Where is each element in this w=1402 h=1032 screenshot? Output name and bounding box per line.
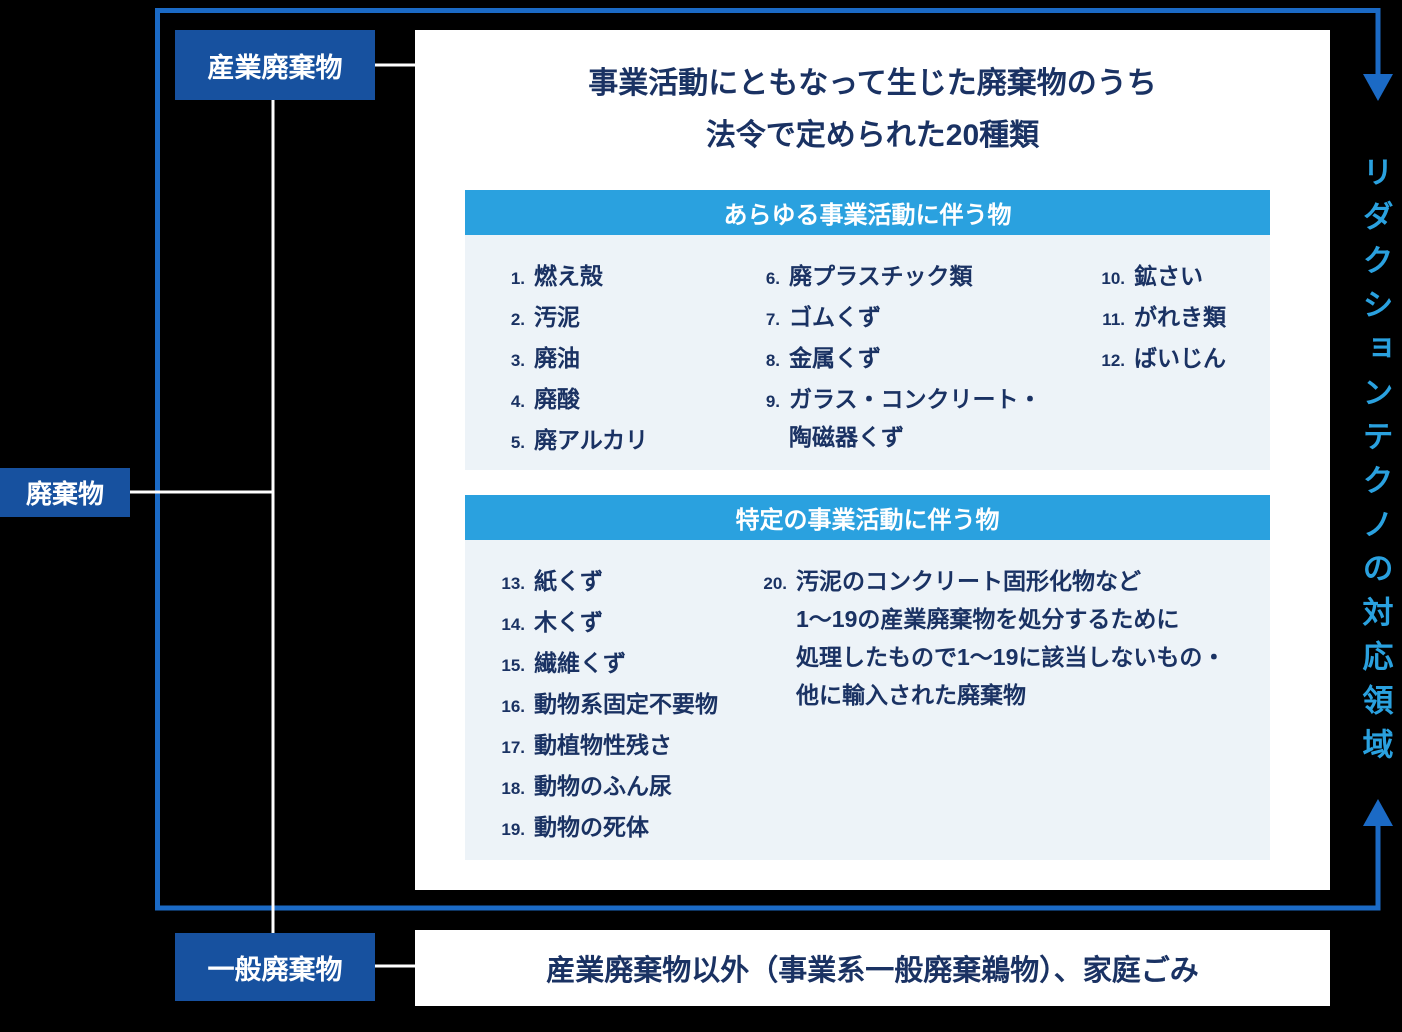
waste-item: 18. 動物のふん尿 [489, 767, 751, 808]
waste-item: 1. 燃え殻 [489, 257, 744, 298]
item-text: がれき類 [1134, 304, 1226, 330]
item-text: 汚泥のコンクリート固形化物など 1〜19の産業廃棄物を処分するために 処理したも… [796, 568, 1226, 708]
waste-item: 14. 木くず [489, 603, 751, 644]
item-number: 15. [501, 656, 525, 675]
waste-item: 7. ゴムくず [744, 298, 1089, 339]
section-specific-business-activities: 特定の事業活動に伴う物 13. 紙くず 14. 木くず 15. 繊維くず 16. 動物系固定不… [465, 495, 1270, 860]
waste-item: 2. 汚泥 [489, 298, 744, 339]
arrow-up-icon [1363, 799, 1393, 826]
item-text: 燃え殻 [534, 263, 603, 289]
waste-item: 3. 廃油 [489, 339, 744, 380]
item-text: ガラス・コンクリート・ 陶磁器くず [789, 386, 1042, 450]
item-number: 13. [501, 574, 525, 593]
waste-item: 8. 金属くず [744, 339, 1089, 380]
item-text: 廃酸 [534, 386, 580, 412]
item-text: 汚泥 [534, 304, 580, 330]
waste-item: 19. 動物の死体 [489, 808, 751, 849]
item-number: 3. [510, 351, 525, 370]
item-text: 動物のふん尿 [534, 773, 672, 799]
waste-item: 9. ガラス・コンクリート・ 陶磁器くず [744, 380, 1089, 456]
item-number: 17. [501, 738, 525, 757]
label-general-waste: 一般廃棄物 [175, 933, 375, 1001]
item-number: 9. [765, 392, 780, 411]
item-text: 金属くず [789, 345, 881, 371]
item-text: 動物の死体 [534, 814, 649, 840]
waste-item: 17. 動植物性残さ [489, 726, 751, 767]
item-number: 19. [501, 820, 525, 839]
waste-item: 4. 廃酸 [489, 380, 744, 421]
panel-title-line2: 法令で定められた20種類 [705, 119, 1040, 152]
item-text: ばいじん [1134, 345, 1226, 371]
item-column: 10. 鉱さい 11. がれき類 12. ばいじん [1089, 257, 1226, 470]
item-text: ゴムくず [789, 304, 881, 330]
panel-title-line1: 事業活動にともなって生じた廃棄物のうち [588, 67, 1157, 100]
panel-title: 事業活動にともなって生じた廃棄物のうち 法令で定められた20種類 [415, 30, 1330, 162]
section-items: 1. 燃え殻 2. 汚泥 3. 廃油 4. 廃酸 5. 廃アルカリ 6. 廃プラスチック類 7. ゴムくず… [465, 235, 1270, 470]
general-waste-panel: 産業廃棄物以外（事業系一般廃棄鵜物）、家庭ごみ [415, 930, 1330, 1006]
item-number: 6. [765, 269, 780, 288]
item-column: 1. 燃え殻 2. 汚泥 3. 廃油 4. 廃酸 5. 廃アルカリ [489, 257, 744, 470]
waste-item: 6. 廃プラスチック類 [744, 257, 1089, 298]
item-text: 繊維くず [534, 650, 626, 676]
label-waste: 廃棄物 [0, 468, 130, 517]
item-text: 廃プラスチック類 [789, 263, 973, 289]
item-text: 木くず [534, 609, 603, 635]
item-number: 7. [765, 310, 780, 329]
item-column: 20. 汚泥のコンクリート固形化物など 1〜19の産業廃棄物を処分するために 処理… [751, 562, 1225, 860]
waste-item: 16. 動物系固定不要物 [489, 685, 751, 726]
waste-item: 13. 紙くず [489, 562, 751, 603]
arrow-down-icon [1363, 74, 1393, 101]
item-column: 6. 廃プラスチック類 7. ゴムくず 8. 金属くず 9. ガラス・コンクリート・ 陶磁器く… [744, 257, 1089, 470]
waste-item: 20. 汚泥のコンクリート固形化物など 1〜19の産業廃棄物を処分するために 処理… [751, 562, 1225, 714]
item-number: 4. [510, 392, 525, 411]
side-label-wrap: リダクションテクノの対応領域 [1348, 128, 1402, 800]
waste-item: 15. 繊維くず [489, 644, 751, 685]
item-number: 11. [1102, 310, 1125, 329]
item-text: 廃油 [534, 345, 580, 371]
item-number: 10. [1101, 269, 1125, 288]
item-number: 2. [510, 310, 525, 329]
section-header: あらゆる事業活動に伴う物 [465, 190, 1270, 235]
item-number: 20. [763, 574, 787, 593]
waste-item: 10. 鉱さい [1089, 257, 1226, 298]
item-text: 鉱さい [1134, 263, 1203, 289]
industrial-waste-panel: 事業活動にともなって生じた廃棄物のうち 法令で定められた20種類 あらゆる事業活… [415, 30, 1330, 890]
item-text: 動物系固定不要物 [534, 691, 718, 717]
section-all-business-activities: あらゆる事業活動に伴う物 1. 燃え殻 2. 汚泥 3. 廃油 4. 廃酸 5. 廃アルカリ 6. 廃… [465, 190, 1270, 470]
item-number: 5. [510, 433, 525, 452]
item-text: 動植物性残さ [534, 732, 672, 758]
coverage-area-label: リダクションテクノの対応領域 [1357, 155, 1393, 773]
section-header: 特定の事業活動に伴う物 [465, 495, 1270, 540]
item-text: 廃アルカリ [534, 427, 649, 453]
item-number: 12. [1101, 351, 1125, 370]
item-number: 18. [501, 779, 525, 798]
label-industrial-waste: 産業廃棄物 [175, 30, 375, 100]
waste-item: 12. ばいじん [1089, 339, 1226, 380]
item-number: 16. [501, 697, 525, 716]
item-number: 8. [765, 351, 780, 370]
item-number: 1. [510, 269, 525, 288]
item-text: 紙くず [534, 568, 603, 594]
item-number: 14. [501, 615, 525, 634]
waste-item: 5. 廃アルカリ [489, 421, 744, 462]
waste-item: 11. がれき類 [1089, 298, 1226, 339]
